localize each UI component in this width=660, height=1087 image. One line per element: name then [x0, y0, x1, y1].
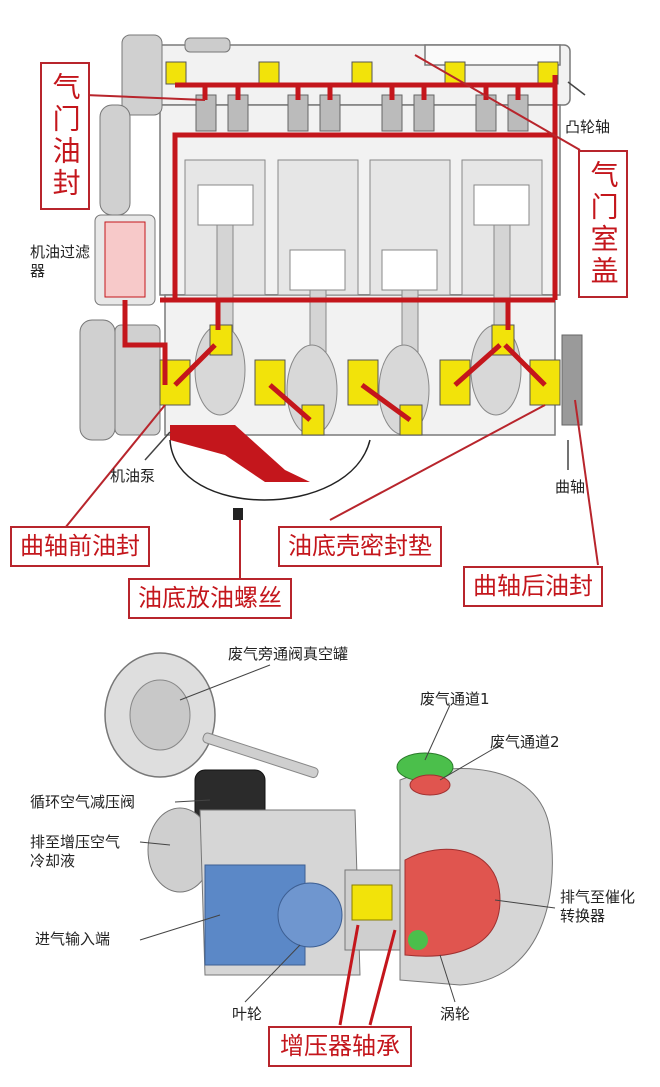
valve-cover-label: 气门室盖	[578, 150, 628, 298]
crank-rear-seal-label: 曲轴后油封	[463, 566, 603, 607]
crankshaft-label: 曲轴	[555, 478, 586, 496]
leader-lines	[64, 54, 599, 580]
timing-gear	[79, 34, 163, 441]
impeller-label: 叶轮	[232, 1005, 263, 1023]
camshaft-label: 凸轮轴	[565, 118, 611, 136]
oil-filter-label: 机油过滤器	[30, 243, 91, 280]
bearing-arrows	[338, 924, 397, 1026]
oil-pan	[170, 425, 310, 482]
drain-plug-bolt	[233, 508, 243, 520]
drain-plug-label: 油底放油螺丝	[128, 578, 292, 619]
exhaust-to-cat-label: 排气至催化转换器	[560, 888, 636, 925]
exhaust-channel-1-label: 废气通道1	[420, 690, 490, 708]
gray-arrows	[144, 81, 586, 470]
oil-pan-gasket-label: 油底壳密封垫	[278, 526, 442, 567]
crank-front-seal-label: 曲轴前油封	[10, 526, 150, 567]
oil-pump-label: 机油泵	[110, 467, 156, 485]
turbine-housing	[396, 752, 553, 986]
valve-springs	[195, 94, 529, 132]
valve-seal-label: 气门油封	[40, 62, 90, 210]
bearing-label: 增压器轴承	[268, 1026, 412, 1067]
bearing-housing	[344, 869, 401, 951]
oil-path	[122, 75, 558, 423]
coolant-line-label: 排至增压空气冷却液	[30, 833, 121, 870]
recirc-valve-label: 循环空气减压阀	[30, 793, 136, 811]
flywheel	[561, 334, 583, 426]
turbine-label: 涡轮	[440, 1005, 471, 1023]
exhaust-channel-2-label: 废气通道2	[490, 733, 560, 751]
intake-label: 进气输入端	[35, 930, 111, 948]
camshaft-bearings	[165, 61, 559, 85]
turbo-leaders	[139, 664, 556, 1003]
wastegate-canister	[104, 652, 319, 779]
oil-pan-outline	[169, 439, 371, 501]
compressor-housing	[147, 807, 361, 976]
wastegate-label: 废气旁通阀真空罐	[228, 645, 349, 663]
oil-filter	[94, 214, 156, 306]
cylinders	[184, 159, 543, 296]
engine-diagram	[64, 34, 599, 580]
oil-cap	[184, 37, 231, 53]
